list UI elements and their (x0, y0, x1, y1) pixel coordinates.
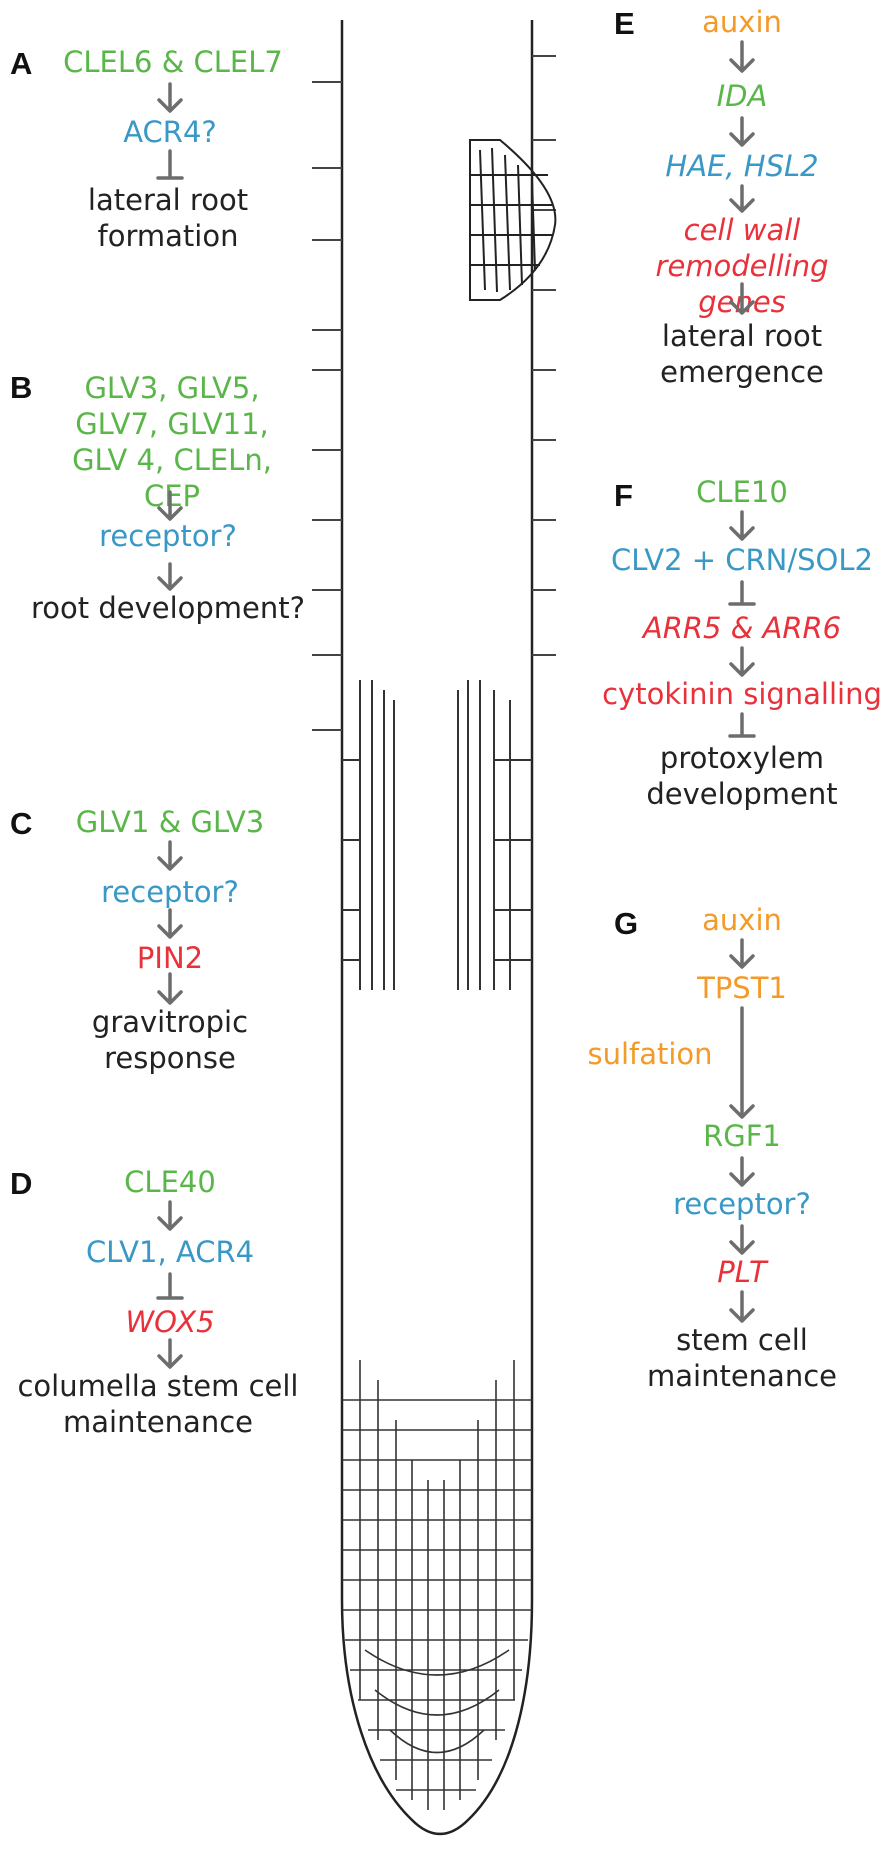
panel-f-receptor: CLV2 + CRN/SOL2 (611, 543, 873, 577)
panel-b-receptor: receptor? (99, 519, 237, 553)
panel-c-links (157, 840, 183, 1005)
panel-d-target: WOX5 (125, 1305, 215, 1339)
panel-d-peptide: CLE40 (124, 1165, 216, 1199)
root-hairs (312, 55, 556, 731)
panel-c-target: PIN2 (136, 941, 204, 975)
activate-arrow (157, 840, 183, 1005)
panel-d-outcome: columella stem cell maintenance (17, 1369, 299, 1439)
panel-g-outcome: stem cell maintenance (647, 1323, 837, 1393)
panel-g-enzyme: TPST1 (697, 971, 787, 1005)
panel-c-peptide: GLV1 & GLV3 (75, 805, 265, 839)
panel-letter-g: G (614, 906, 639, 941)
panel-letter-a: A (10, 46, 33, 81)
activate-arrow (729, 40, 755, 315)
inhibit-arrow (156, 149, 184, 180)
panel-e-peptide: IDA (716, 79, 768, 113)
panel-g-receptor: receptor? (673, 1187, 811, 1221)
panel-c-receptor: receptor? (101, 875, 239, 909)
panel-d-receptor: CLV1, ACR4 (85, 1235, 255, 1269)
activate-arrow (729, 938, 755, 1323)
panel-a-outcome: lateral root formation (87, 183, 249, 253)
inhibit-arrow (728, 580, 756, 738)
meristem-cells (342, 1360, 532, 1810)
panel-f-links (728, 510, 756, 738)
activate-arrow (157, 490, 183, 591)
panel-d-links (156, 1200, 184, 1369)
activate-arrow (157, 82, 183, 113)
panel-e-receptor: HAE, HSL2 (665, 149, 819, 183)
panel-b-links (157, 490, 183, 591)
activate-arrow (729, 510, 755, 677)
panel-a-links (156, 82, 184, 180)
panel-letter-f: F (614, 478, 633, 513)
panel-b-outcome: root development? (30, 591, 306, 625)
panel-f-peptide: CLE10 (696, 475, 788, 509)
panel-f-target: ARR5 & ARR6 (642, 611, 842, 645)
panel-f-signalling: cytokinin signalling (602, 677, 882, 711)
panel-e-outcome: lateral root emergence (660, 319, 824, 389)
panel-f-outcome: protoxylem development (646, 741, 838, 811)
vascular-files (342, 680, 532, 990)
panel-letter-d: D (10, 1166, 33, 1201)
panel-g-target: PLT (717, 1255, 767, 1289)
root-outline (340, 20, 534, 1836)
panel-b-peptides: GLV3, GLV5, GLV7, GLV11, GLV 4, CLELn, C… (72, 371, 272, 513)
panel-letter-e: E (614, 6, 635, 41)
panel-a-receptor: ACR4? (123, 115, 217, 149)
panel-g-peptide: RGF1 (703, 1119, 781, 1153)
lateral-primordium (469, 139, 557, 301)
panel-e-hormone: auxin (702, 5, 782, 39)
panel-g-hormone: auxin (702, 903, 782, 937)
activate-arrow (157, 1200, 183, 1369)
panel-letter-b: B (10, 370, 33, 405)
panel-e-target: cell wall remodelling genes (655, 213, 829, 319)
panel-a-peptide: CLEL6 & CLEL7 (63, 45, 283, 79)
panel-g-links (729, 938, 755, 1323)
inhibit-arrow (156, 1272, 184, 1300)
panel-g-sulfation-label: sulfation (587, 1037, 713, 1071)
panel-e-links (729, 40, 755, 315)
panel-c-outcome: gravitropic response (91, 1005, 249, 1075)
panel-letter-c: C (10, 806, 33, 841)
